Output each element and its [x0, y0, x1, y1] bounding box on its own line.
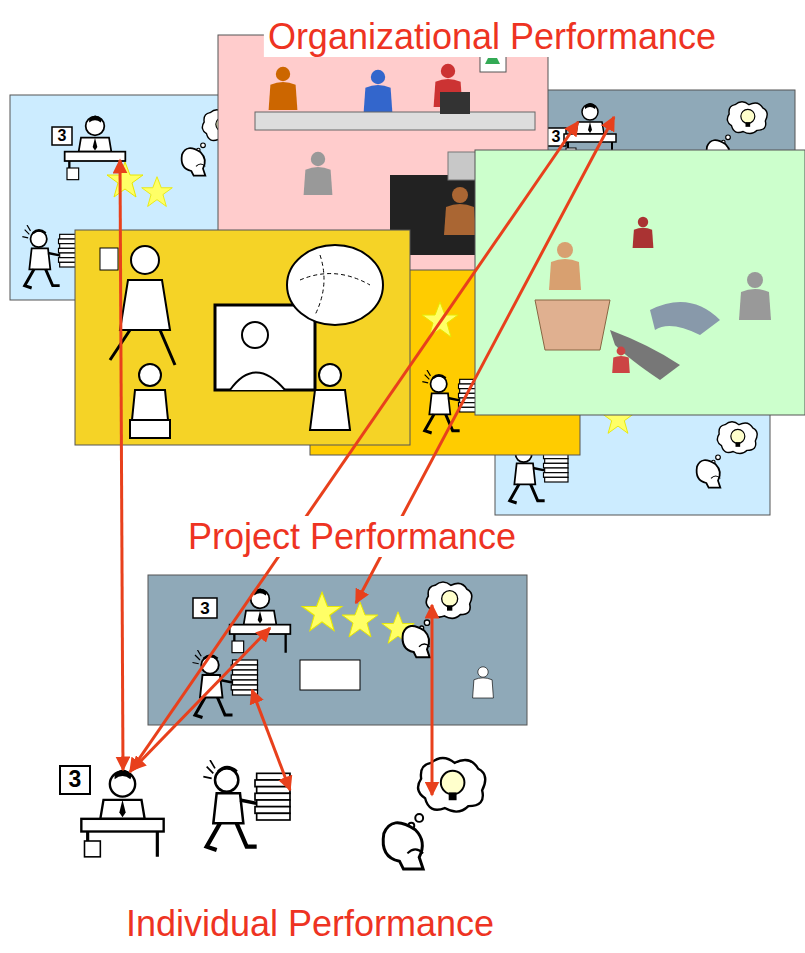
individual-figures [60, 758, 485, 869]
org-panel-yellow [75, 230, 410, 445]
relation-arrows [120, 117, 614, 795]
level-heading: Organizational Performance [264, 16, 720, 57]
level-heading: Project Performance [184, 516, 520, 557]
callout-number: 3 [193, 600, 217, 617]
level-heading: Individual Performance [122, 903, 498, 944]
callout-number: 3 [60, 768, 90, 791]
project-panel [148, 575, 527, 725]
callout-number: 3 [52, 128, 72, 144]
callout-number: 3 [546, 129, 566, 145]
